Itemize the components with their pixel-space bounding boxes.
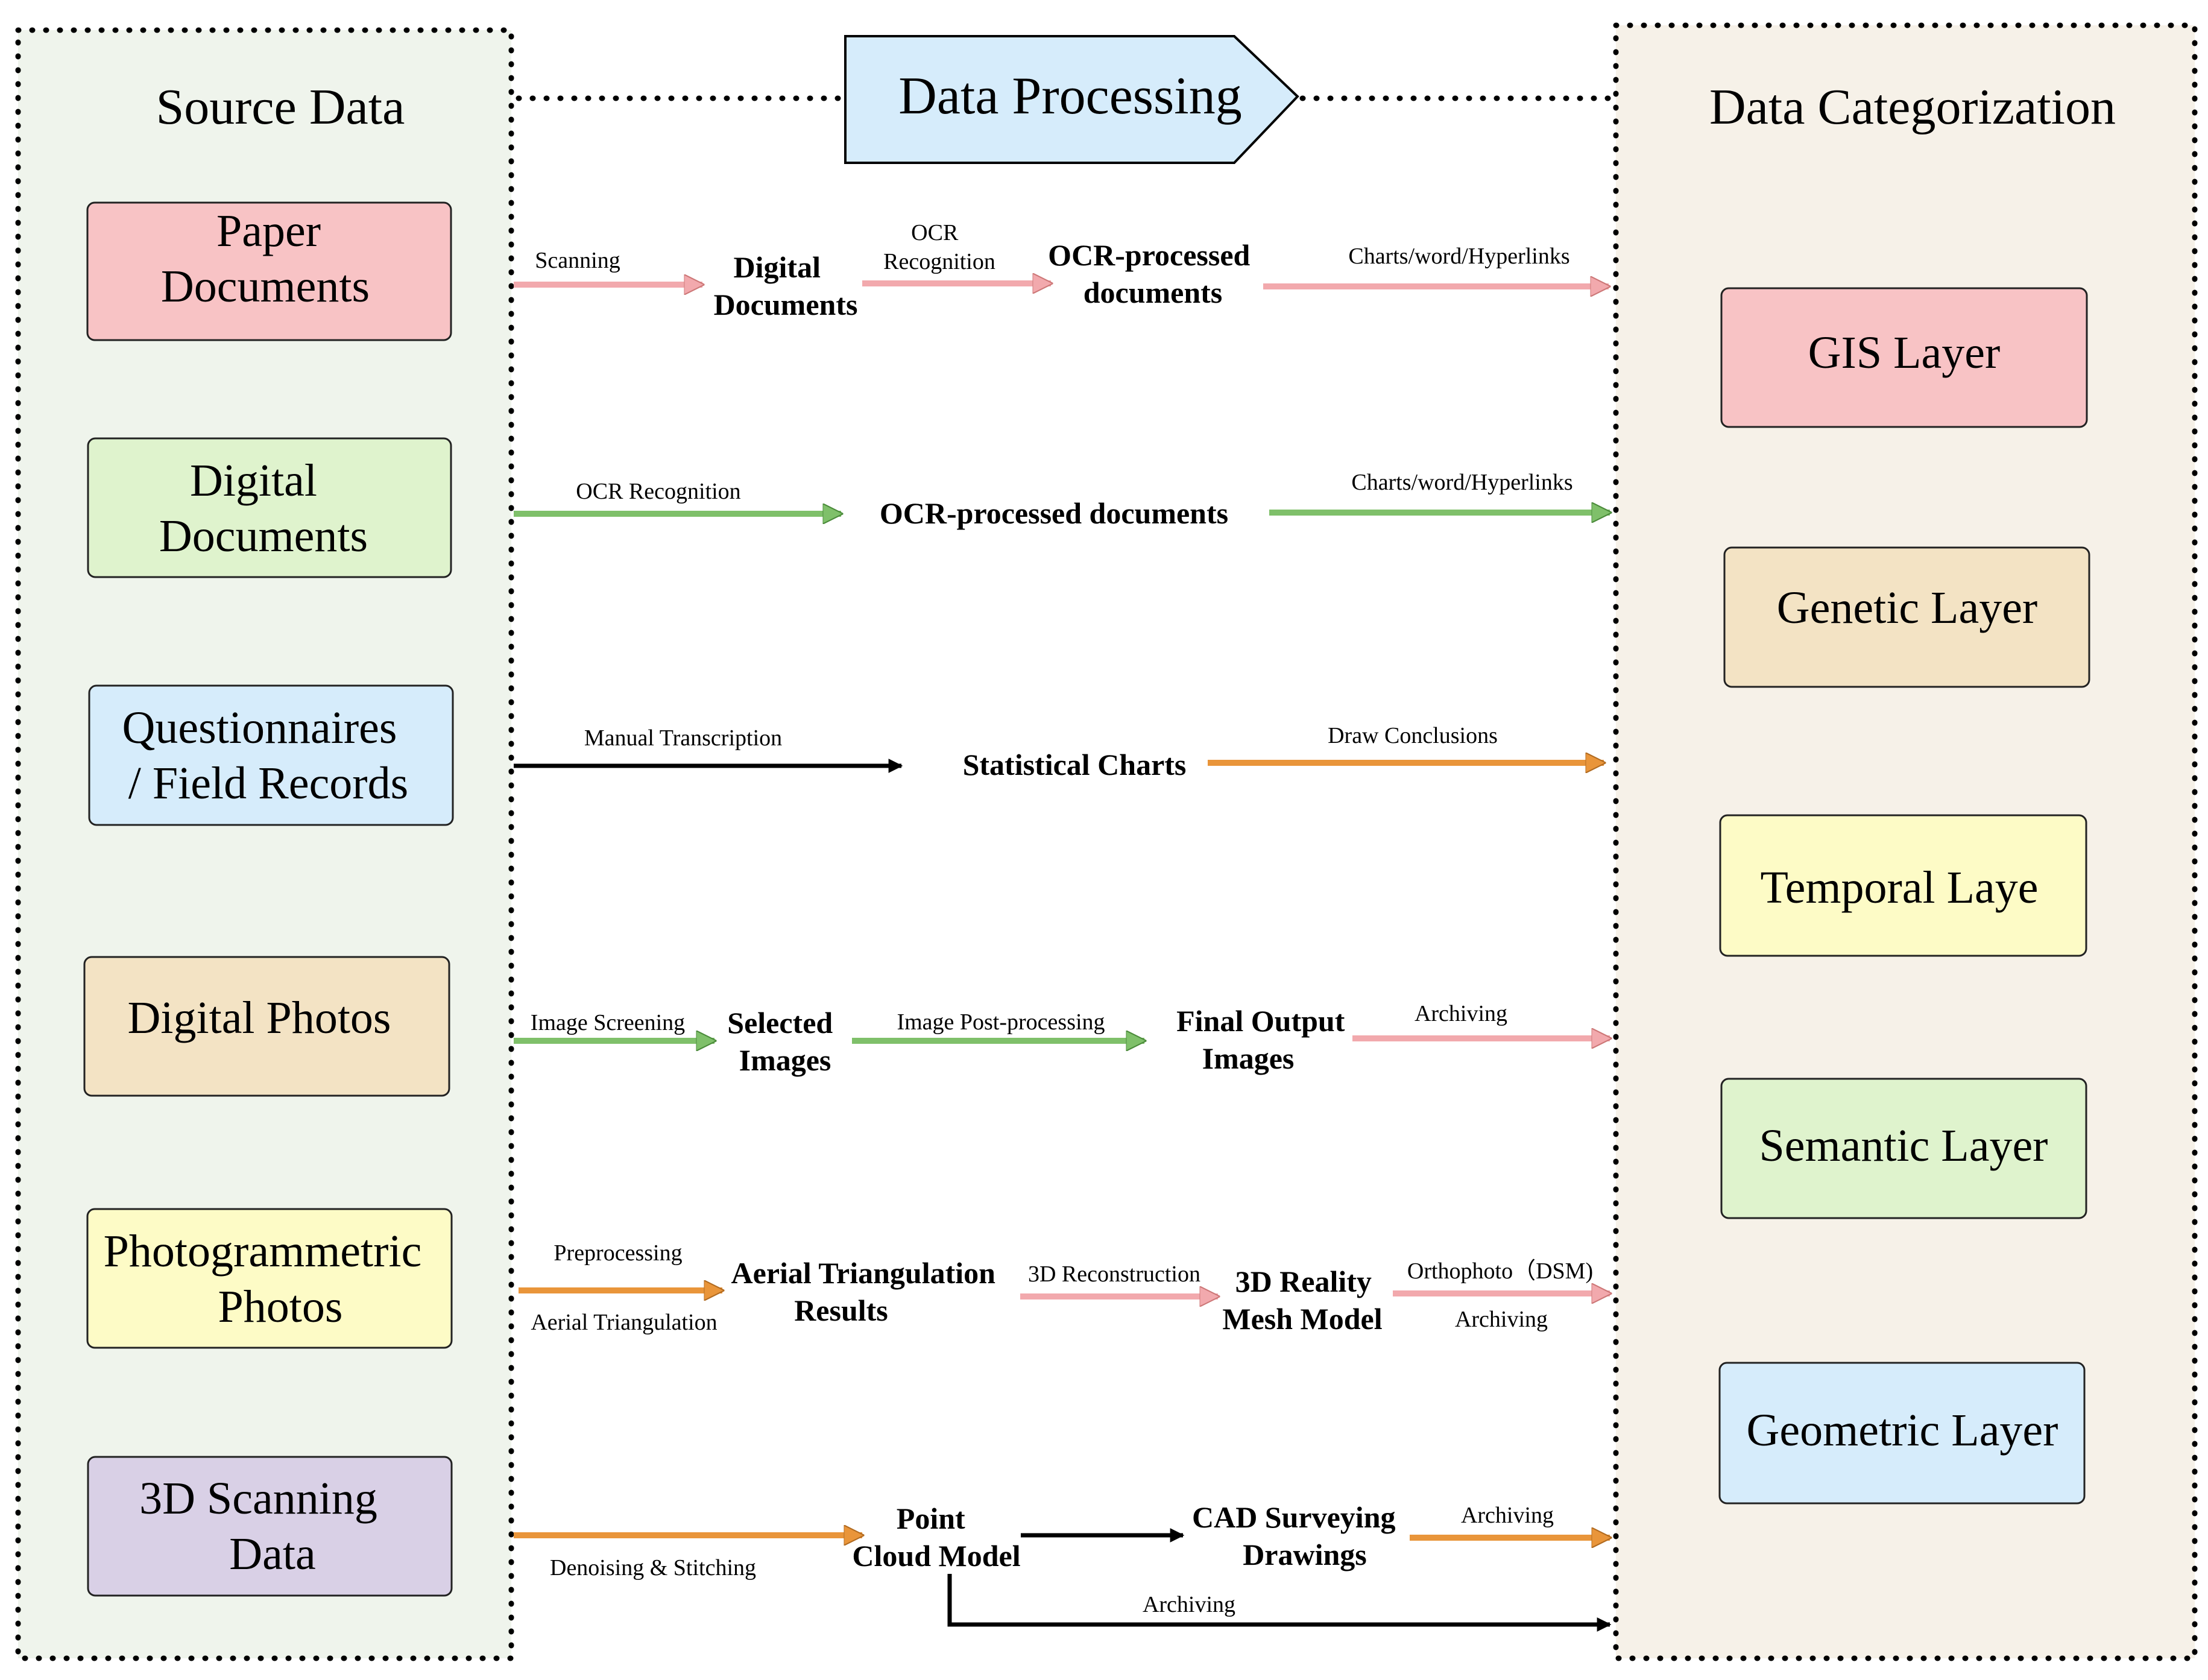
source-paper-line2: Documents	[161, 261, 370, 312]
layer-geometric: Geometric Layer	[1718, 1362, 2086, 1505]
node-final-output-images: Final Output Images	[1176, 1004, 1352, 1075]
node-final-output-line1: Final Output	[1176, 1004, 1345, 1038]
node-3d-reality-line2: Mesh Model	[1222, 1302, 1382, 1336]
label-archiving-cad: Archiving	[1461, 1503, 1554, 1528]
layer-semantic: Semantic Layer	[1720, 1078, 2087, 1219]
source-photogrammetric-line2: Photos	[218, 1281, 343, 1332]
label-manual-transcription: Manual Transcription	[584, 725, 782, 751]
source-paper-documents: Paper Documents	[86, 201, 452, 341]
node-digital-documents-line2: Documents	[714, 288, 858, 321]
node-aerial-triangulation-results: Aerial Triangulation Results	[731, 1256, 1003, 1327]
label-3d-reconstruction: 3D Reconstruction	[1028, 1262, 1200, 1287]
source-3d-scanning-line1: 3D Scanning	[139, 1473, 377, 1524]
node-ocr-processed-1-line2: documents	[1083, 276, 1223, 309]
label-image-post-processing: Image Post-processing	[897, 1009, 1105, 1035]
source-data-title: Source Data	[156, 79, 405, 135]
node-point-cloud-model: Point Cloud Model	[852, 1502, 1020, 1573]
layer-temporal: Temporal Laye	[1719, 814, 2087, 957]
svg-text:Digital Documents: Digital Documents	[159, 455, 368, 561]
node-point-cloud-line2: Cloud Model	[852, 1539, 1020, 1573]
node-3d-reality-mesh-model: 3D Reality Mesh Model	[1222, 1265, 1382, 1336]
label-draw-conclusions: Draw Conclusions	[1328, 723, 1498, 748]
source-digital-photos-line1: Digital Photos	[127, 993, 391, 1043]
label-charts-word-hyperlinks-1: Charts/word/Hyperlinks	[1348, 244, 1569, 269]
label-archiving-photogrammetric: Archiving	[1455, 1307, 1548, 1332]
data-categorization-title: Data Categorization	[1709, 79, 2116, 135]
node-selected-images-line2: Images	[739, 1043, 831, 1077]
layer-semantic-label: Semantic Layer	[1759, 1120, 2048, 1171]
node-ocr-processed-1-line1: OCR-processed	[1048, 238, 1250, 272]
source-questionnaires-line2: / Field Records	[128, 758, 408, 809]
node-cad-surveying-drawings: CAD Surveying Drawings	[1192, 1500, 1403, 1571]
source-digital-documents: Digital Documents	[87, 437, 452, 578]
node-3d-reality-line1: 3D Reality	[1235, 1265, 1372, 1298]
source-3d-scanning-data: 3D Scanning Data	[87, 1456, 453, 1597]
svg-text:Photogrammetric Photos: Photogrammetric Photos	[104, 1226, 434, 1332]
node-cad-line2: Drawings	[1243, 1538, 1367, 1571]
layer-geometric-label: Geometric Layer	[1747, 1405, 2058, 1456]
layer-gis-label: GIS Layer	[1808, 327, 2001, 378]
node-statistical-charts: Statistical Charts	[963, 748, 1187, 782]
node-cad-line1: CAD Surveying	[1192, 1500, 1396, 1534]
label-ocr-line1: OCR	[911, 220, 959, 245]
source-digital-line2: Documents	[159, 511, 368, 561]
label-denoising-stitching: Denoising & Stitching	[550, 1555, 756, 1581]
layer-temporal-label: Temporal Laye	[1760, 862, 2038, 913]
data-processing-title: Data Processing	[898, 67, 1241, 125]
label-ocr-recognition: OCR Recognition	[576, 479, 740, 504]
source-photogrammetric-line1: Photogrammetric	[104, 1226, 422, 1277]
source-paper-line1: Paper	[216, 206, 321, 256]
node-digital-documents: Digital Documents	[714, 250, 858, 321]
node-final-output-line2: Images	[1202, 1041, 1295, 1075]
source-digital-photos: Digital Photos	[83, 956, 450, 1097]
source-digital-line1: Digital	[190, 455, 317, 506]
label-preprocessing: Preprocessing	[554, 1240, 682, 1266]
source-questionnaires-line1: Questionnaires	[122, 703, 397, 753]
source-3d-scanning-line2: Data	[229, 1529, 315, 1579]
node-ocr-processed-documents-1: OCR-processed documents	[1048, 238, 1258, 309]
label-ocr-line2: Recognition	[883, 249, 995, 274]
data-processing-header-shape	[844, 35, 1299, 164]
node-ocr-processed-documents-2: OCR-processed documents	[880, 496, 1228, 530]
node-aerial-results-line2: Results	[794, 1293, 888, 1327]
layer-genetic: Genetic Layer	[1723, 546, 2090, 688]
label-ocr-recognition-stacked: OCR Recognition	[883, 220, 995, 274]
layer-gis: GIS Layer	[1720, 287, 2088, 428]
node-aerial-results-line1: Aerial Triangulation	[731, 1256, 996, 1290]
node-selected-images: Selected Images	[727, 1006, 840, 1077]
layer-genetic-label: Genetic Layer	[1777, 583, 2038, 633]
source-questionnaires: Questionnaires / Field Records	[88, 684, 454, 826]
source-photogrammetric-photos: Photogrammetric Photos	[86, 1208, 453, 1349]
node-selected-images-line1: Selected	[727, 1006, 833, 1040]
svg-text:Paper Documents: Paper Documents	[161, 206, 370, 312]
label-archiving-photos: Archiving	[1415, 1001, 1507, 1026]
label-orthophoto-dsm: Orthophoto（DSM)	[1407, 1258, 1593, 1284]
label-aerial-triangulation: Aerial Triangulation	[531, 1310, 717, 1335]
arrow-point-cloud-archiving	[947, 1574, 1612, 1632]
node-digital-documents-line1: Digital	[734, 250, 821, 284]
label-archiving-point-cloud: Archiving	[1143, 1592, 1235, 1617]
node-point-cloud-line1: Point	[897, 1502, 965, 1535]
label-charts-word-hyperlinks-2: Charts/word/Hyperlinks	[1351, 470, 1572, 495]
svg-text:Questionnaires / Field R: Questionnaires / Field Records	[122, 703, 409, 809]
svg-text:Digital Photos: Digital Photos	[127, 993, 391, 1043]
label-image-screening: Image Screening	[531, 1010, 685, 1035]
svg-text:3D Scanning Data: 3D Scanning Data	[139, 1473, 389, 1579]
label-scanning: Scanning	[535, 248, 620, 273]
